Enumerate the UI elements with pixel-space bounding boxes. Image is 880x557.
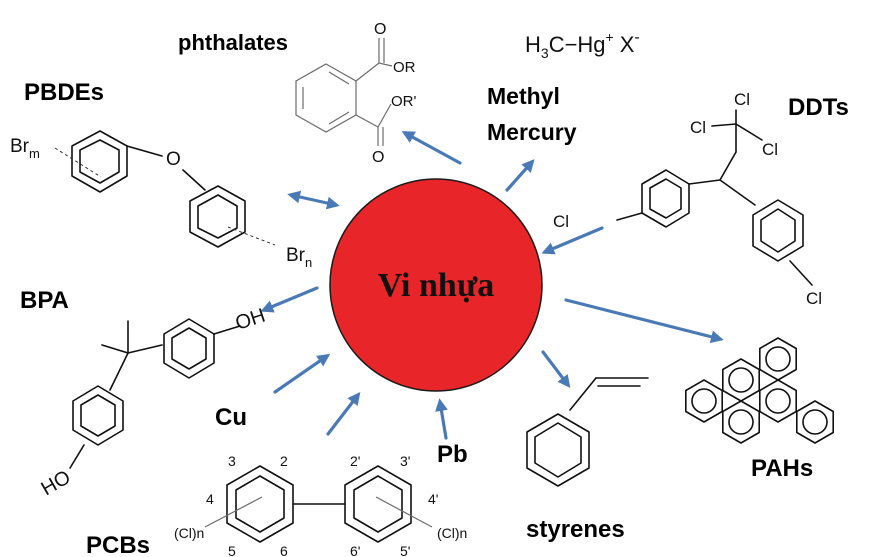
methylmercury-formula: H3C−Hg+X- bbox=[525, 29, 640, 61]
arrows bbox=[260, 131, 724, 440]
label-pbdes: PBDEs bbox=[24, 79, 104, 106]
arrow-pb bbox=[435, 398, 448, 440]
ddt-cl2: Cl bbox=[690, 118, 706, 137]
pah-aromatic-circle bbox=[728, 367, 754, 393]
phthalate-o1: O bbox=[374, 21, 386, 38]
arrow-phthalates bbox=[401, 131, 462, 165]
pcb-pos-4p: 4' bbox=[428, 491, 438, 507]
pcb-pos-2p: 2' bbox=[350, 453, 360, 469]
microplastic-circle bbox=[329, 178, 543, 392]
label-styrenes: styrenes bbox=[526, 516, 625, 543]
ddt-cl3: Cl bbox=[762, 140, 778, 159]
pcb-pos-3: 3 bbox=[228, 453, 236, 469]
pbde-br-right: Brn bbox=[286, 245, 312, 270]
pah-structure bbox=[684, 337, 835, 444]
styrene-structure bbox=[526, 377, 649, 487]
pah-aromatic-circle bbox=[691, 388, 717, 414]
pcb-cl-right: (Cl)n bbox=[437, 525, 467, 541]
arrow-cu bbox=[273, 353, 331, 394]
bpa-ho: HO bbox=[38, 466, 75, 500]
arrow-bpa bbox=[260, 286, 319, 313]
pah-aromatic-circle bbox=[728, 409, 754, 435]
arrow-pahs bbox=[564, 298, 724, 344]
phthalate-o2: O bbox=[372, 149, 384, 166]
pcb-pos-4: 4 bbox=[206, 491, 214, 507]
center-label: Vi nhựa bbox=[378, 267, 494, 304]
label-bpa: BPA bbox=[20, 287, 69, 314]
pah-ring bbox=[758, 379, 798, 423]
pbde-structure: Brm O Brn bbox=[10, 130, 312, 270]
pbde-o: O bbox=[166, 149, 181, 170]
pcb-pos-5: 5 bbox=[228, 543, 236, 557]
label-ddts: DDTs bbox=[788, 94, 849, 121]
pcb-structure: (Cl)n (Cl)n 2 3 4 5 6 2' 3' 4' 5' 6' bbox=[174, 453, 467, 557]
ddt-structure: Cl Cl Cl Cl Cl bbox=[553, 90, 822, 308]
pcb-pos-3p: 3' bbox=[400, 453, 410, 469]
label-phthalates: phthalates bbox=[178, 30, 288, 55]
arrow-ddts bbox=[541, 226, 604, 255]
label-cu: Cu bbox=[215, 404, 247, 431]
pbde-br-left: Brm bbox=[10, 136, 40, 161]
pah-aromatic-circle bbox=[802, 409, 828, 435]
phthalate-structure: O OR OR' O bbox=[295, 21, 417, 166]
ddt-cl1: Cl bbox=[734, 90, 750, 109]
pah-ring bbox=[795, 400, 835, 444]
ddt-cl-left: Cl bbox=[553, 212, 569, 231]
phthalate-or1: OR bbox=[393, 59, 416, 76]
ddt-cl-right: Cl bbox=[806, 289, 822, 308]
arrow-pcbs bbox=[326, 391, 361, 436]
label-pcbs: PCBs bbox=[86, 532, 150, 557]
pcb-pos-6: 6 bbox=[280, 543, 288, 557]
pah-aromatic-circle bbox=[765, 346, 791, 372]
arrow-styrenes bbox=[541, 350, 571, 389]
bpa-structure: OH HO bbox=[38, 305, 269, 501]
label-pb: Pb bbox=[437, 441, 468, 468]
pcb-pos-6p: 6' bbox=[350, 543, 360, 557]
arrow-pbdes bbox=[287, 190, 340, 210]
label-pahs: PAHs bbox=[751, 455, 813, 482]
pah-ring bbox=[684, 379, 724, 423]
phthalate-or2: OR' bbox=[391, 93, 417, 110]
pcb-cl-left: (Cl)n bbox=[174, 525, 204, 541]
pcb-pos-5p: 5' bbox=[400, 543, 410, 557]
pcb-pos-2: 2 bbox=[280, 453, 288, 469]
label-methyl: Methyl bbox=[487, 83, 560, 109]
arrow-methyl-mercury bbox=[505, 159, 535, 192]
pah-aromatic-circle bbox=[765, 388, 791, 414]
label-mercury: Mercury bbox=[487, 119, 577, 145]
